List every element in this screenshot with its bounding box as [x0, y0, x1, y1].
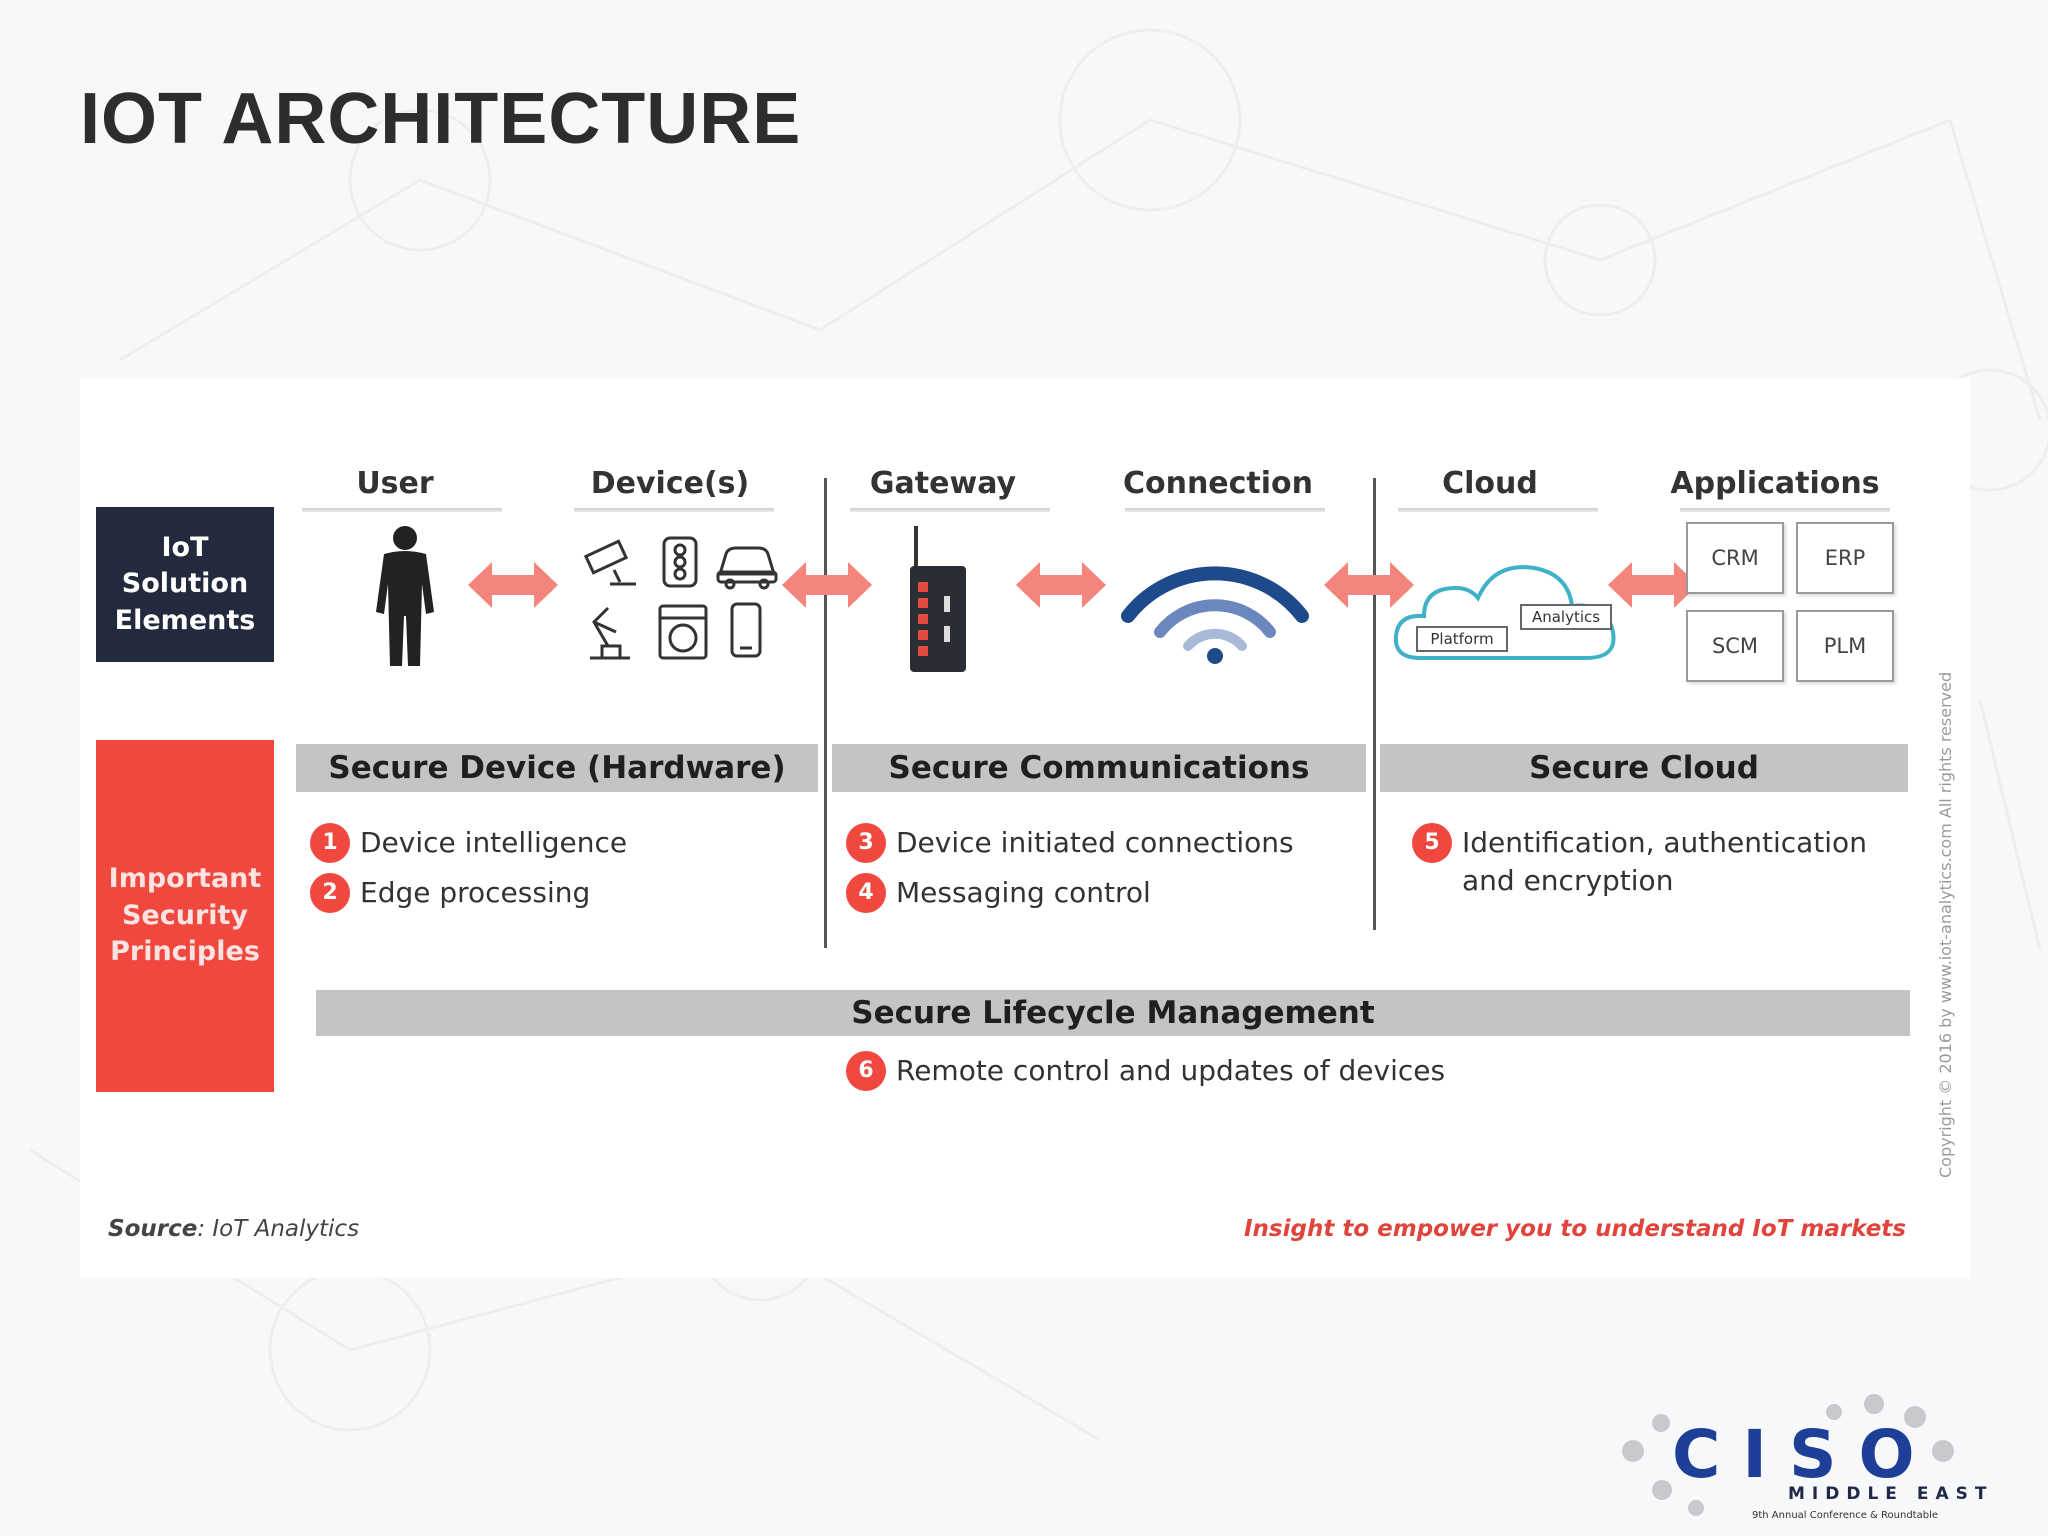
principle-text: Messaging control: [896, 876, 1151, 909]
section-bar-secure-communications: Secure Communications: [832, 744, 1366, 792]
logo-dot: [1904, 1406, 1926, 1428]
devices-icons-group: [583, 536, 778, 660]
column-label-connection: Connection: [1122, 466, 1314, 501]
security-principles-box: Important Security Principles: [96, 740, 274, 1092]
column-underline: [1398, 508, 1598, 512]
principle-item: 4 Messaging control: [846, 873, 1151, 913]
ciso-logo-text: CISO: [1672, 1416, 1937, 1493]
user-silhouette-icon: [376, 526, 434, 666]
principle-text: Device intelligence: [360, 826, 628, 859]
principle-number-badge: 2: [310, 873, 350, 913]
logo-dot: [1932, 1440, 1954, 1462]
slide-title: IOT ARCHITECTURE: [80, 79, 802, 159]
double-arrow-icon: [1324, 562, 1414, 608]
double-arrow-icon: [1016, 562, 1106, 608]
logo-dot: [1826, 1404, 1842, 1420]
source-attribution: Source: IoT Analytics: [108, 1216, 359, 1242]
app-box-plm: PLM: [1796, 610, 1894, 682]
column-underline: [1125, 508, 1325, 512]
principle-text: Identification, authentication and encry…: [1462, 826, 1867, 897]
column-label-applications: Applications: [1670, 466, 1880, 501]
cloud-analytics-label: Analytics: [1520, 604, 1612, 630]
principle-number-badge: 4: [846, 873, 886, 913]
gateway-router-icon: [910, 526, 966, 672]
source-value: : IoT Analytics: [197, 1216, 360, 1242]
app-box-crm: CRM: [1686, 522, 1784, 594]
ciso-logo-subtitle: MIDDLE EAST: [1788, 1484, 1994, 1504]
copyright-text: Copyright © 2016 by www.iot-analytics.co…: [1936, 671, 1955, 1178]
tagline-text: Insight to empower you to understand IoT…: [1243, 1216, 1906, 1242]
principle-number-badge: 1: [310, 823, 350, 863]
principle-number-badge: 5: [1412, 823, 1452, 863]
section-bar-secure-lifecycle: Secure Lifecycle Management: [316, 990, 1910, 1036]
principle-item: 3 Device initiated connections: [846, 823, 1294, 863]
divider-line: [824, 478, 827, 948]
double-arrow-icon: [1608, 562, 1698, 608]
logo-dot: [1622, 1440, 1644, 1462]
principle-item: 1 Device intelligence: [310, 823, 628, 863]
column-label-devices: Device(s): [590, 466, 750, 501]
logo-dot: [1652, 1480, 1672, 1500]
column-label-cloud: Cloud: [1442, 466, 1538, 501]
divider-line: [1373, 478, 1376, 930]
logo-dot: [1688, 1500, 1704, 1516]
double-arrow-icon: [468, 562, 558, 608]
app-box-scm: SCM: [1686, 610, 1784, 682]
iot-solution-elements-box: IoT Solution Elements: [96, 507, 274, 662]
column-underline: [302, 508, 502, 512]
principle-number-badge: 6: [846, 1051, 886, 1091]
principle-item: 6 Remote control and updates of devices: [846, 1051, 1446, 1091]
ciso-logo-tagline: 9th Annual Conference & Roundtable: [1752, 1510, 1939, 1521]
principle-text: Remote control and updates of devices: [896, 1054, 1446, 1087]
wifi-connection-icon: [1121, 566, 1309, 664]
principle-item: 2 Edge processing: [310, 873, 591, 913]
logo-dot: [1864, 1394, 1884, 1414]
app-box-erp: ERP: [1796, 522, 1894, 594]
logo-dot: [1652, 1414, 1670, 1432]
column-label-gateway: Gateway: [869, 466, 1017, 501]
principle-item: 5 Identification, authentication and enc…: [1412, 823, 1922, 900]
iot-architecture-diagram: User Device(s) Gateway Connection Cloud …: [80, 378, 1970, 1278]
column-underline: [574, 508, 774, 512]
section-bar-secure-cloud: Secure Cloud: [1380, 744, 1908, 792]
column-label-user: User: [356, 466, 434, 501]
column-underline: [850, 508, 1050, 512]
principle-text: Device initiated connections: [896, 826, 1294, 859]
principle-number-badge: 3: [846, 823, 886, 863]
column-underline: [1680, 508, 1890, 512]
principle-text: Edge processing: [360, 876, 591, 909]
cloud-platform-label: Platform: [1416, 626, 1508, 652]
double-arrow-icon: [782, 562, 872, 608]
section-bar-secure-device: Secure Device (Hardware): [296, 744, 818, 792]
source-label: Source: [108, 1216, 198, 1242]
